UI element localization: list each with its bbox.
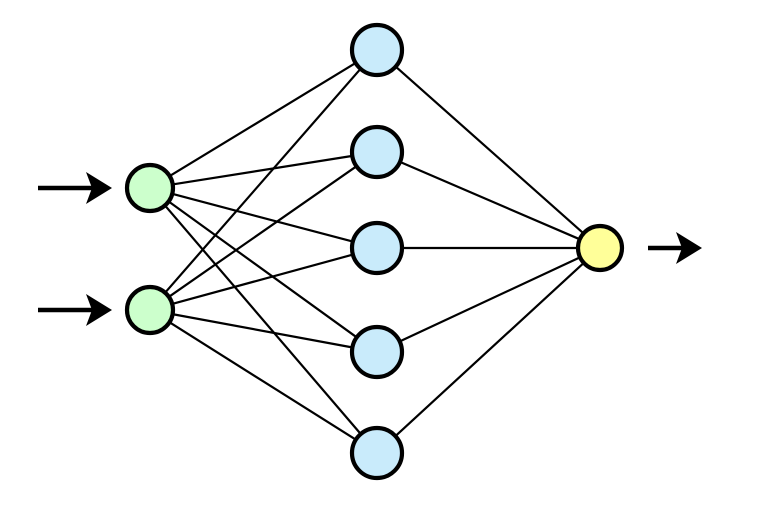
edge-h4-o1 bbox=[397, 255, 583, 343]
edge-i1-h1 bbox=[167, 61, 358, 178]
node-h5[interactable] bbox=[349, 425, 405, 481]
node-h1[interactable] bbox=[349, 22, 405, 78]
node-h2[interactable] bbox=[349, 124, 405, 180]
node-h4[interactable] bbox=[349, 324, 405, 380]
edge-h2-o1 bbox=[397, 160, 582, 241]
edge-h5-o1 bbox=[393, 261, 586, 438]
node-i1[interactable] bbox=[124, 162, 176, 214]
edge-i2-h4 bbox=[170, 312, 355, 349]
edge-i2-h5 bbox=[167, 320, 358, 442]
edge-i2-h2 bbox=[166, 164, 359, 299]
node-h3[interactable] bbox=[349, 220, 405, 276]
node-i2[interactable] bbox=[124, 284, 176, 336]
edges-group bbox=[163, 61, 586, 442]
edge-i2-h1 bbox=[163, 66, 363, 295]
output-arrow-1-head bbox=[676, 232, 702, 264]
nodes-group bbox=[124, 22, 625, 481]
edge-h1-o1 bbox=[393, 64, 586, 236]
edge-i1-h2 bbox=[170, 154, 355, 186]
output-arrow-1 bbox=[648, 232, 702, 264]
input-arrow-1 bbox=[38, 172, 112, 204]
input-arrow-2-head bbox=[86, 294, 112, 326]
edge-i1-h4 bbox=[166, 199, 359, 340]
edge-i1-h5 bbox=[163, 203, 363, 436]
input-arrow-2 bbox=[38, 294, 112, 326]
input-arrow-1-head bbox=[86, 172, 112, 204]
node-o1[interactable] bbox=[575, 223, 625, 273]
arrows-group bbox=[38, 172, 702, 326]
edge-i1-h3 bbox=[170, 192, 355, 243]
edge-i2-h3 bbox=[170, 253, 355, 306]
